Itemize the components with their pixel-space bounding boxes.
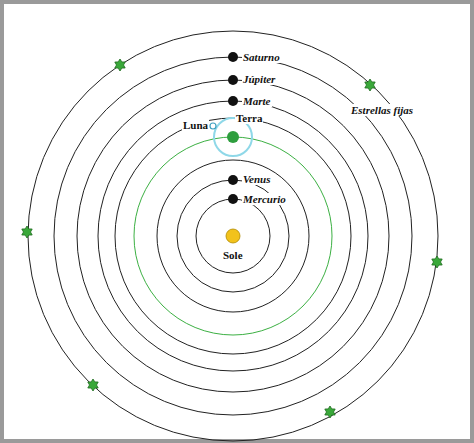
earth-orbit xyxy=(134,137,332,335)
sun xyxy=(226,229,240,243)
body-label: Sole xyxy=(222,249,244,261)
earth xyxy=(227,131,239,143)
body-label: Venus xyxy=(242,173,272,185)
body-label: Luna xyxy=(182,119,209,131)
body-label: Mercurio xyxy=(242,193,287,205)
body-label: Marte xyxy=(242,95,272,107)
orbits xyxy=(28,31,438,441)
moon xyxy=(210,123,216,129)
stars xyxy=(22,59,442,418)
body-label: Terra xyxy=(235,112,263,124)
planets xyxy=(228,52,238,204)
body-label: Júpiter xyxy=(242,73,276,85)
region-label: Estrellas fijas xyxy=(350,104,414,116)
body-label: Saturno xyxy=(242,51,281,63)
